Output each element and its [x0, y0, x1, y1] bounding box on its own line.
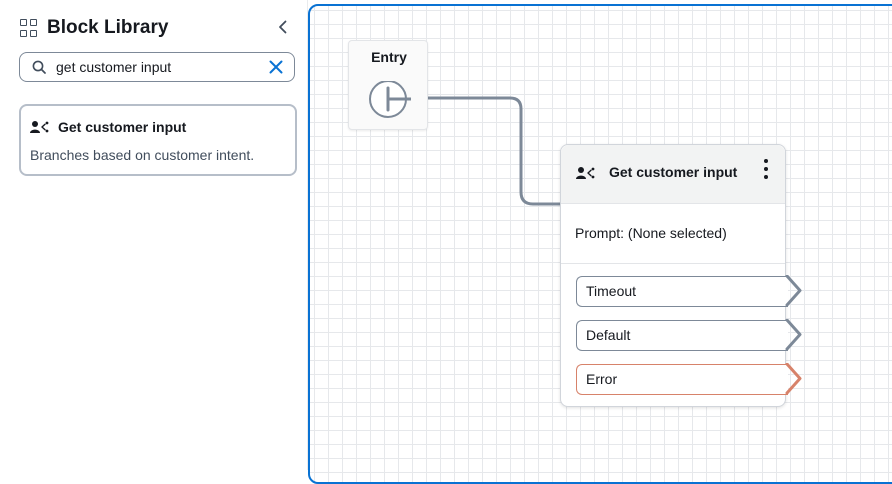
branch-error[interactable]: Error — [576, 364, 788, 395]
customer-input-icon — [30, 121, 49, 133]
block-library-panel: Block Library Get customer input — [0, 0, 308, 470]
more-dot-icon — [764, 167, 768, 171]
result-description: Branches based on customer intent. — [30, 147, 255, 163]
entry-node[interactable]: Entry — [348, 40, 428, 130]
search-input[interactable] — [54, 58, 258, 76]
block-result-get-customer-input[interactable]: Get customer input Branches based on cus… — [19, 104, 297, 176]
search-icon — [32, 60, 46, 74]
block-search-field — [19, 52, 295, 82]
block-title: Get customer input — [609, 164, 738, 180]
block-header: Get customer input — [561, 145, 785, 204]
collapse-panel-button[interactable] — [272, 16, 294, 38]
panel-header: Block Library — [20, 14, 296, 42]
entry-label: Entry — [371, 49, 407, 65]
clear-search-icon[interactable] — [268, 59, 284, 75]
chevron-left-icon — [279, 20, 287, 34]
grid-icon — [20, 19, 38, 37]
branch-timeout[interactable]: Timeout — [576, 276, 788, 307]
block-prompt: Prompt: (None selected) — [575, 225, 727, 241]
customer-input-icon — [576, 167, 595, 179]
default-output-port-icon[interactable] — [784, 319, 804, 350]
entry-port-icon[interactable] — [367, 81, 411, 121]
error-output-port-icon[interactable] — [784, 363, 804, 394]
block-divider — [561, 263, 785, 264]
more-dot-icon — [764, 159, 768, 163]
panel-title: Block Library — [47, 17, 169, 38]
result-title: Get customer input — [58, 119, 187, 135]
result-card-header: Get customer input — [30, 119, 186, 135]
branch-default[interactable]: Default — [576, 320, 788, 351]
block-menu-button[interactable] — [757, 157, 775, 181]
timeout-output-port-icon[interactable] — [784, 275, 804, 306]
get-customer-input-block[interactable]: Get customer input Prompt: (None selecte… — [560, 144, 788, 407]
more-dot-icon — [764, 175, 768, 179]
panel-divider — [307, 0, 308, 470]
